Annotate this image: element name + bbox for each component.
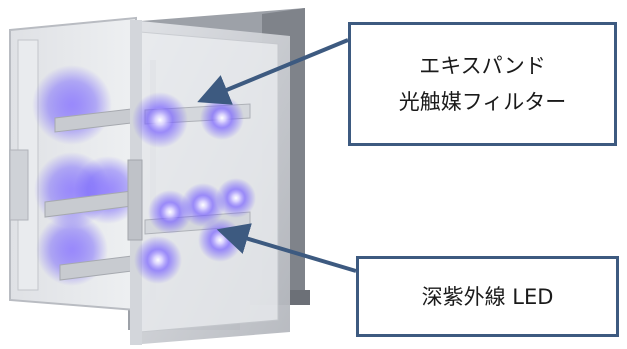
filter-arrow [197, 38, 349, 105]
led-callout: 深紫外線 LED [356, 256, 619, 337]
front-panel [127, 20, 290, 345]
leader-arrows [197, 38, 357, 273]
filter-callout: エキスパンド 光触媒フィルター [348, 22, 617, 146]
filter-callout-line2: 光触媒フィルター [398, 90, 567, 114]
led-callout-label: 深紫外線 LED [421, 284, 554, 309]
led-arrow [216, 223, 357, 273]
filter-callout-line1: エキスパンド [419, 54, 546, 78]
